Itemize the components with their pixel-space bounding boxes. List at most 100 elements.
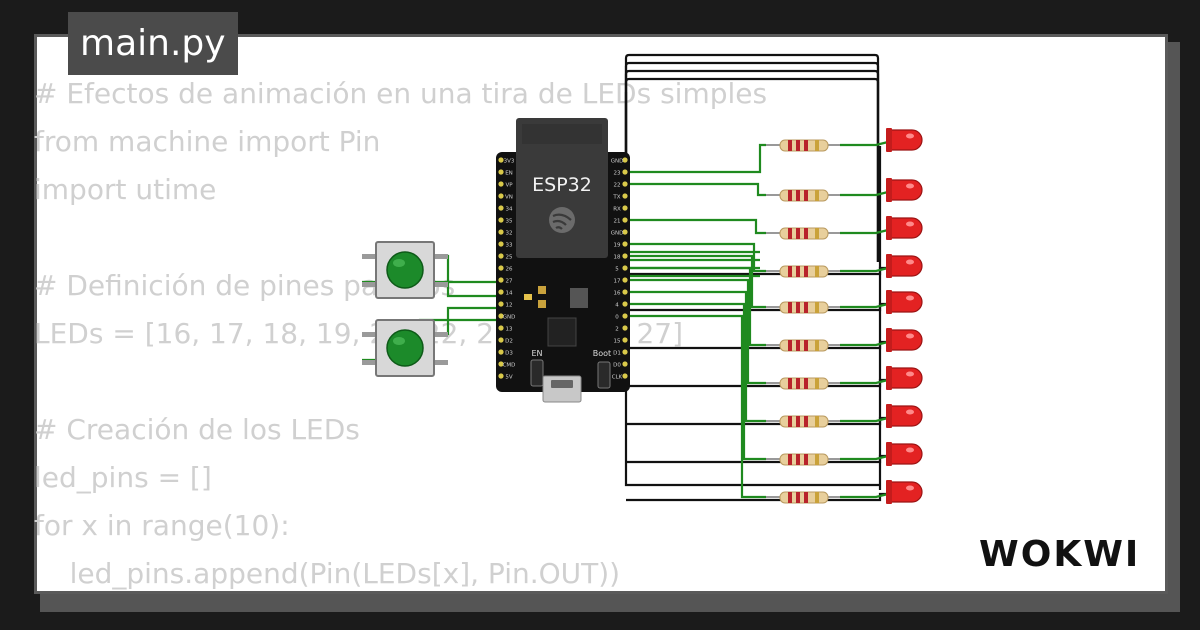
pin-label: 15 [614, 339, 621, 345]
resistor-band [788, 302, 792, 313]
pin-dot [498, 217, 504, 223]
led[interactable] [889, 255, 923, 277]
pin-dot [622, 349, 628, 355]
led[interactable] [889, 405, 923, 427]
usb-port-opening [551, 380, 573, 388]
resistor-band [788, 492, 792, 503]
pin-label: VN [505, 195, 513, 201]
resistor-band [796, 378, 800, 389]
resistor-band [815, 416, 819, 427]
led-highlight [906, 447, 914, 453]
code-line: # Efectos de animación en una tira de LE… [34, 77, 768, 110]
pin-dot [498, 313, 504, 319]
ground-wire [624, 61, 880, 262]
pin-dot [622, 289, 628, 295]
resistor-band [796, 454, 800, 465]
pin-label: 13 [506, 327, 513, 333]
button-lead [362, 360, 376, 365]
button-lead [434, 332, 448, 337]
resistor-band [815, 190, 819, 201]
signal-wire [840, 140, 889, 147]
pin-label: 23 [614, 171, 621, 177]
pin-dot [622, 265, 628, 271]
resistor-band [804, 190, 808, 201]
led[interactable] [889, 443, 923, 465]
pin-dot [622, 301, 628, 307]
pin-dot [498, 241, 504, 247]
pin-label: 4 [615, 303, 619, 309]
button-highlight [393, 259, 405, 267]
wokwi-logo-text: WOKWI [979, 534, 1140, 575]
code-line: from machine import Pin [34, 125, 381, 158]
ground-wires [624, 53, 888, 502]
en-button[interactable] [530, 359, 544, 387]
pin-label: TX [612, 195, 620, 201]
signal-wire [625, 182, 766, 197]
code-line: for x in range(10): [34, 509, 290, 542]
led-base [886, 254, 892, 278]
led[interactable] [889, 481, 923, 503]
led-highlight [906, 371, 914, 377]
boot-button[interactable] [597, 361, 611, 389]
pin-label: 5 [615, 267, 619, 273]
resistor-band [796, 266, 800, 277]
button-cap[interactable] [386, 251, 424, 289]
push-button-1[interactable] [362, 241, 448, 299]
led-base [886, 216, 892, 240]
button-lead [362, 332, 376, 337]
pin-dot [498, 277, 504, 283]
pin-dot [498, 373, 504, 379]
signal-wire [840, 302, 889, 309]
right-pin-header [622, 157, 628, 379]
signal-wire [625, 143, 766, 174]
resistor-band [788, 378, 792, 389]
led[interactable] [889, 367, 923, 389]
pin-label: D0 [613, 363, 621, 369]
resistor-band [804, 340, 808, 351]
pin-dot [498, 325, 504, 331]
pin-label: VP [505, 183, 513, 189]
code-line: led_pins.append(Pin(LEDs[x], Pin.OUT)) [34, 557, 621, 590]
signal-wire [840, 378, 889, 385]
led-base [886, 442, 892, 466]
led-base [886, 290, 892, 314]
pin-label: D2 [505, 339, 513, 345]
pin-dot [622, 361, 628, 367]
antenna-area [522, 124, 602, 144]
led-highlight [906, 133, 914, 139]
led[interactable] [889, 217, 923, 239]
code-line: # Creación de los LEDs [34, 413, 360, 446]
leds[interactable] [886, 128, 923, 504]
pin-dot [622, 181, 628, 187]
filename-tab[interactable]: main.py [68, 12, 238, 75]
led[interactable] [889, 179, 923, 201]
pin-labels: 3V3ENVPVN343532332526271412GND13D2D3CMD5… [503, 159, 624, 381]
pin-dot [622, 373, 628, 379]
button-lead [434, 282, 448, 287]
push-buttons[interactable] [362, 241, 448, 377]
push-button-2[interactable] [362, 319, 448, 377]
led-highlight [906, 295, 914, 301]
esp32-module-shield [516, 118, 608, 258]
led-base [886, 328, 892, 352]
button-lead [362, 254, 376, 259]
pin-label: 33 [506, 243, 513, 249]
led-highlight [906, 485, 914, 491]
pin-label: 16 [614, 291, 621, 297]
pin-dot [622, 253, 628, 259]
button-cap[interactable] [386, 329, 424, 367]
led[interactable] [889, 291, 923, 313]
resistors [766, 139, 840, 504]
wokwi-logo[interactable]: WOKWI [975, 528, 1150, 578]
boot-label: Boot [593, 349, 611, 358]
resistor-band [788, 190, 792, 201]
led[interactable] [889, 129, 923, 151]
led[interactable] [889, 329, 923, 351]
esp32-board[interactable]: ESP32 3V3ENVPVN343532332526271412GND13D2… [496, 118, 630, 403]
usb-chip [547, 317, 577, 347]
pin-dot [622, 169, 628, 175]
pin-label: 17 [614, 279, 621, 285]
pin-dot [498, 229, 504, 235]
pin-dot [498, 289, 504, 295]
